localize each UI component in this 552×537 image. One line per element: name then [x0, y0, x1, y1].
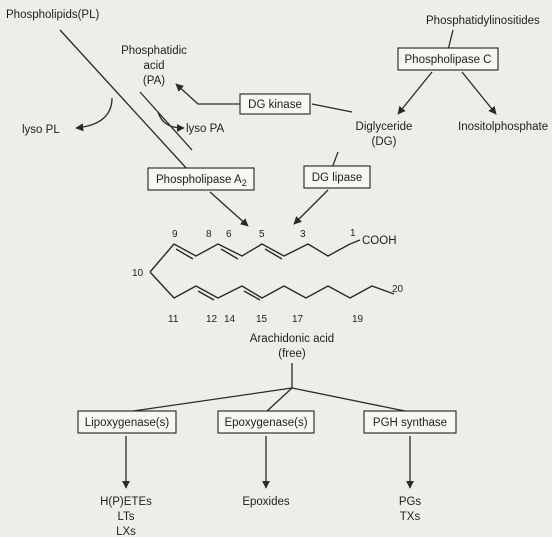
lipoxygenase-box [77, 410, 177, 434]
carbon-14: 14 [224, 314, 236, 325]
hpetes-label: H(P)ETEs [100, 496, 152, 508]
arachidonic-acid-label-1: Arachidonic acid [250, 333, 334, 345]
phospholipase-a2-text: Phospholipase A [156, 174, 242, 186]
aa-double-bond-14 [243, 290, 261, 301]
phosphatidylinositides-label: Phosphatidylinositides [426, 15, 540, 27]
tree-branch-left [125, 387, 293, 413]
lipoxygenase-label: Lipoxygenase(s) [85, 417, 170, 429]
plc-to-dg-arrow [397, 71, 433, 115]
carbon-12: 12 [206, 314, 218, 325]
pi-substrate-line [447, 29, 454, 51]
arachidonic-acid-label-2: (free) [278, 348, 306, 360]
pgh-synthase-box [363, 410, 457, 434]
carbon-8: 8 [206, 229, 212, 240]
plc-to-ip-arrow [461, 71, 497, 115]
lyso-pa-label: lyso PA [186, 123, 224, 135]
phospholipase-a2-box [147, 167, 255, 191]
aa-upper-chain [149, 243, 351, 273]
pgh-synthase-label: PGH synthase [373, 417, 447, 429]
aa-double-bond-8 [220, 248, 239, 260]
carbon-17: 17 [292, 314, 304, 325]
carbon-9: 9 [172, 229, 178, 240]
phospholipase-c-box [397, 47, 499, 71]
phospholipase-a2-subscript: 2 [242, 178, 247, 188]
aa-double-bond-5 [264, 248, 283, 260]
carbon-15: 15 [256, 314, 268, 325]
carbon-20: 20 [392, 284, 404, 295]
inositolphosphate-label: Inositolphosphate [458, 121, 548, 133]
carbon-19: 19 [352, 314, 364, 325]
dg-lipase-arrow [293, 189, 329, 225]
lxs-label: LXs [116, 526, 136, 537]
lts-label: LTs [117, 511, 134, 523]
phosphatidic-acid-label-2: acid [143, 60, 164, 72]
dg-kinase-label: DG kinase [248, 99, 302, 111]
kinase-to-pa-arrow [175, 83, 240, 105]
carbon-11: 11 [168, 314, 179, 325]
carbon-6: 6 [226, 229, 232, 240]
aa-lower-chain [149, 271, 395, 299]
epoxygenase-box [217, 410, 315, 434]
aa-double-bond-11 [197, 290, 215, 301]
lyso-pa-arrow [157, 111, 185, 132]
aa-double-bond-9 [175, 248, 194, 260]
tree-branch-middle [265, 387, 293, 413]
cooh-label: COOH [362, 235, 397, 247]
carbon-1: 1 [350, 228, 356, 239]
pa-substrate-line [139, 91, 193, 151]
epoxides-label: Epoxides [242, 496, 290, 508]
dg-to-kinase-line [311, 103, 353, 113]
phospholipase-a2-label: Phospholipase A2 [156, 174, 247, 188]
carbon-10: 10 [132, 268, 144, 279]
phospholipids-label: Phospholipids(PL) [6, 9, 100, 21]
epoxygenase-label: Epoxygenase(s) [224, 417, 307, 429]
dg-substrate-line [331, 151, 339, 169]
lyso-pl-label: lyso PL [22, 124, 60, 136]
lyso-pl-arrow [75, 97, 113, 132]
pl-substrate-line [59, 29, 189, 171]
diglyceride-label-1: Diglyceride [356, 121, 413, 133]
dg-lipase-label: DG lipase [312, 172, 363, 184]
aa-carboxyl-bond [349, 239, 361, 245]
txs-label: TXs [400, 511, 421, 523]
pgs-label: PGs [399, 496, 422, 508]
phosphatidic-acid-label-1: Phosphatidic [121, 45, 187, 57]
carbon-3: 3 [300, 229, 306, 240]
tree-branch-right [291, 387, 411, 413]
diglyceride-label-2: (DG) [372, 136, 397, 148]
pla2-arrow [209, 191, 249, 227]
dg-lipase-box [303, 165, 371, 189]
phosphatidic-acid-label-3: (PA) [143, 75, 165, 87]
phospholipase-c-label: Phospholipase C [405, 54, 492, 66]
carbon-5: 5 [259, 229, 265, 240]
